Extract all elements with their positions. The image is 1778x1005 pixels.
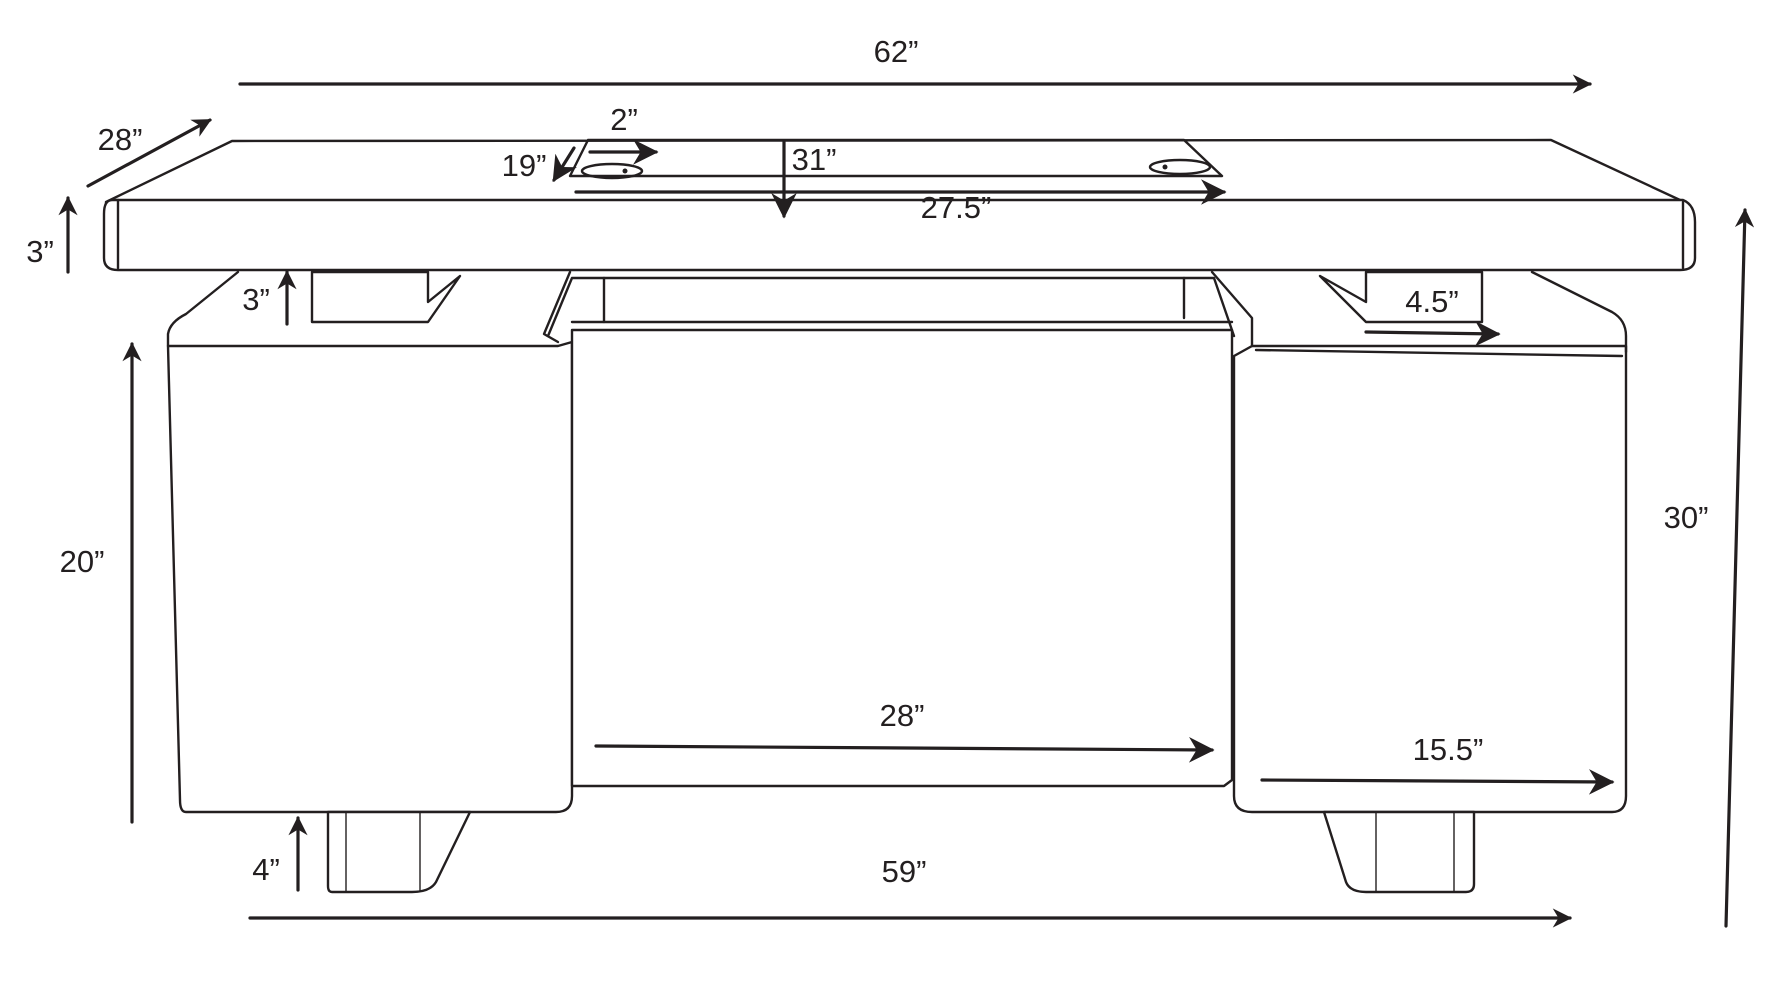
overall-height-arrow (1724, 208, 1755, 928)
tray-width-arrow (1364, 320, 1501, 347)
leg-height-label: 4” (252, 852, 280, 887)
tray-height-label: 3” (242, 282, 270, 317)
leg-left (326, 810, 472, 894)
grommet-offset-label: 2” (610, 102, 638, 137)
grommet-right (1148, 158, 1212, 176)
desktop-front-edge (102, 198, 1697, 272)
panel-depth-label: 31” (792, 142, 837, 177)
dimension-arrows (58, 74, 1755, 928)
tray-left (310, 270, 462, 324)
dimension-labels: 62” 28” 3” 3” 20” 4” 30” 59” 28” 15.5” 4… (26, 34, 1708, 889)
leg-right (1322, 810, 1476, 894)
grommet-left (580, 162, 644, 180)
knee-space (570, 328, 1234, 788)
knee-space-width-label: 28” (880, 698, 925, 733)
left-cabinet (166, 340, 574, 814)
knee-space-width-arrow (594, 737, 1215, 763)
drawer-height-label: 20” (60, 544, 105, 579)
depth-label: 28” (98, 122, 143, 157)
desk-outline (102, 138, 1697, 894)
overall-width-label: 62” (874, 34, 919, 69)
top-thickness-label: 3” (26, 234, 54, 269)
tray-right (1318, 270, 1484, 324)
base-width-label: 59” (882, 854, 927, 889)
grommet-depth-arrow (552, 146, 578, 183)
grommet-depth-label: 19” (502, 148, 547, 183)
cabinet-width-arrow (1260, 769, 1615, 795)
tray-width-label: 4.5” (1405, 284, 1458, 319)
cabinet-width-label: 15.5” (1413, 732, 1484, 767)
depth-arrow (86, 118, 212, 188)
panel-width-label: 27.5” (921, 190, 992, 225)
overall-height-label: 30” (1664, 500, 1709, 535)
